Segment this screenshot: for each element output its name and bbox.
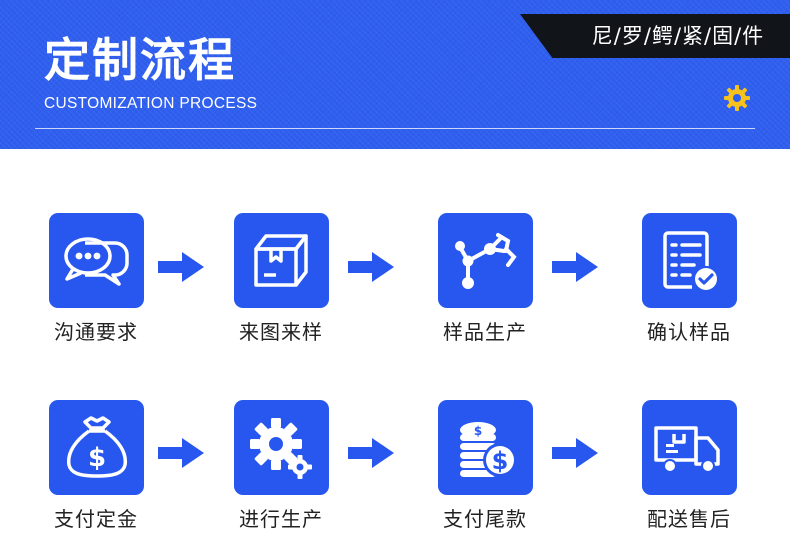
chat-bubbles-icon [64, 237, 129, 286]
svg-text:$: $ [474, 424, 482, 438]
arrow-right-icon [552, 438, 598, 468]
gears-icon [250, 418, 312, 479]
step-delivery-tile [642, 400, 737, 495]
step-label: 配送售后 [647, 507, 731, 531]
step-communicate-tile [49, 213, 144, 308]
brand-tab [520, 14, 790, 58]
step-deposit-tile: $ [49, 400, 144, 495]
step-label: 样品生产 [443, 320, 527, 344]
arrow-right-icon [158, 252, 204, 282]
step-label: 支付定金 [54, 507, 138, 531]
step-label: 来图来样 [239, 320, 323, 344]
step-sample-production-tile [438, 213, 533, 308]
step-drawing-sample-tile [234, 213, 329, 308]
robot-arm-icon [455, 233, 517, 289]
arrow-right-icon [158, 438, 204, 468]
step-final-payment-tile: $ $ [438, 400, 533, 495]
arrow-right-icon [348, 438, 394, 468]
money-bag-icon: $ [66, 416, 128, 478]
svg-text:$: $ [88, 443, 106, 473]
step-label: 支付尾款 [443, 507, 527, 531]
svg-text:$: $ [492, 447, 509, 475]
gear-icon [724, 85, 750, 111]
step-confirm-sample-tile [642, 213, 737, 308]
box-icon [254, 234, 308, 287]
arrow-right-icon [348, 252, 394, 282]
brand-name: 尼/罗/鳄/紧/固/件 [591, 24, 765, 48]
truck-icon [654, 426, 720, 473]
arrow-right-icon [552, 252, 598, 282]
step-label: 沟通要求 [54, 320, 138, 344]
checklist-icon [663, 231, 717, 290]
coins-icon: $ $ [460, 422, 517, 477]
step-label: 进行生产 [239, 507, 323, 531]
step-production-tile [234, 400, 329, 495]
step-label: 确认样品 [647, 320, 731, 344]
header-divider [35, 128, 755, 129]
page-subtitle: CUSTOMIZATION PROCESS [44, 95, 258, 112]
header-banner: 定制流程 CUSTOMIZATION PROCESS 尼/罗/鳄/紧/固/件 [0, 0, 790, 149]
page-title: 定制流程 [44, 33, 236, 87]
